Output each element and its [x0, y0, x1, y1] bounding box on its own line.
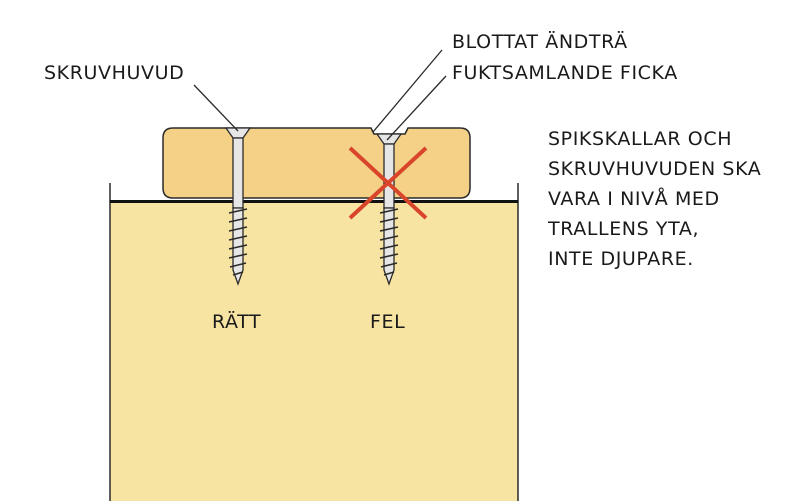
- note-line: TRALLENS YTA,: [548, 218, 700, 240]
- wrong-cross-icon: [348, 146, 428, 220]
- screw-wrong: [375, 133, 403, 286]
- note-line: VARA I NIVÅ MED: [548, 188, 720, 210]
- leader-exposed-end-grain: [372, 49, 443, 133]
- screw-correct: [224, 127, 252, 286]
- label-exposed-end-grain: BLOTTAT ÄNDTRÄ: [452, 31, 628, 53]
- note-line: SKRUVHUVUDEN SKA: [548, 158, 762, 180]
- label-wrong: FEL: [370, 311, 406, 333]
- deck-board: [162, 127, 471, 199]
- leader-moisture-pocket: [386, 75, 447, 141]
- label-moisture-pocket: FUKTSAMLANDE FICKA: [452, 62, 678, 84]
- joist: [110, 201, 518, 501]
- leader-screw-head: [193, 84, 239, 132]
- note-line: INTE DJUPARE.: [548, 248, 694, 270]
- note-line: SPIKSKALLAR OCH: [548, 128, 733, 150]
- label-screw-head: SKRUVHUVUD: [44, 62, 185, 84]
- instruction-note: SPIKSKALLAR OCH SKRUVHUVUDEN SKA VARA I …: [548, 124, 761, 274]
- label-correct: RÄTT: [212, 311, 262, 333]
